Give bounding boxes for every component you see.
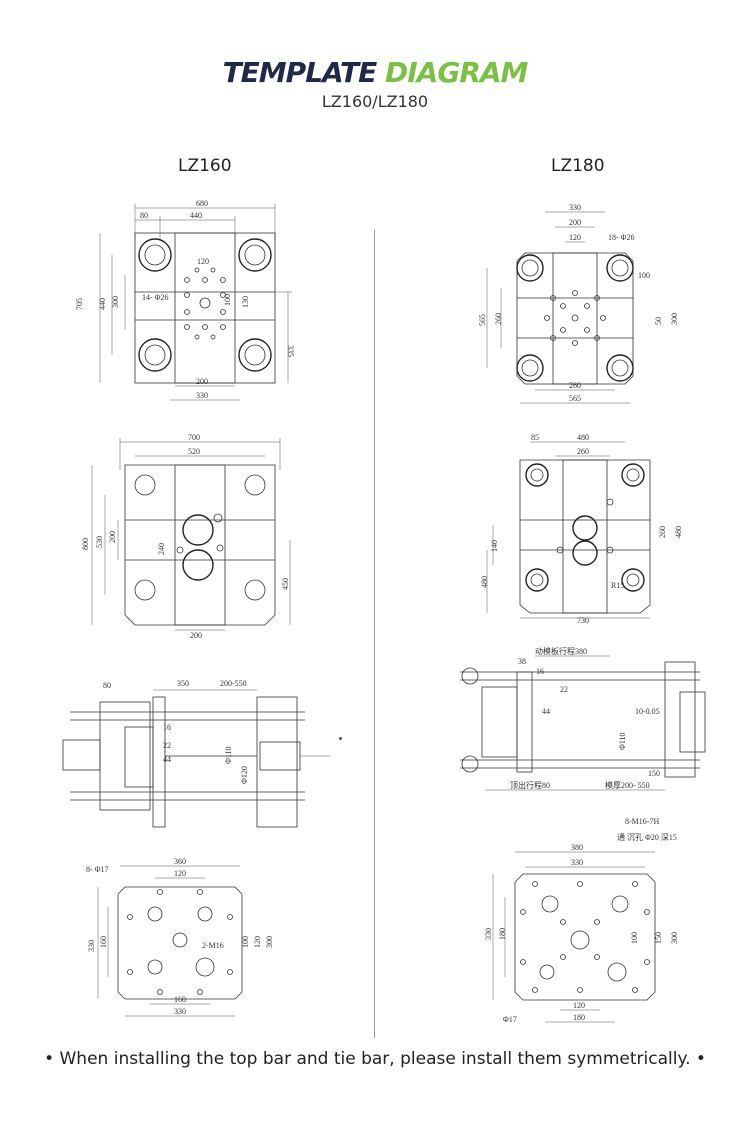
dim-100-vertical: 100: [241, 936, 250, 948]
dim-100: 100: [223, 294, 232, 306]
dim-150: 150: [648, 769, 660, 778]
dim-ejector-stroke: 顶出行程80: [510, 780, 550, 790]
dim-330-bottom: 330: [174, 1007, 186, 1016]
dim-44: 44: [163, 755, 171, 764]
dim-330: 330: [196, 391, 208, 400]
dim-300-vertical: 300: [265, 936, 274, 948]
dim-16: 16: [536, 667, 544, 676]
dim-200: 200: [569, 218, 581, 227]
dim-120-vertical: 120: [253, 936, 262, 948]
dim-14-phi26: 14- Φ26: [142, 293, 169, 302]
dim-330-vertical: 330: [87, 940, 96, 952]
dim-260-vertical: 260: [658, 526, 667, 538]
dim-44: 44: [542, 707, 550, 716]
dim-330-vertical: 330: [484, 928, 493, 940]
dim-300-vertical: 300: [670, 932, 679, 944]
dim-350: 350: [177, 679, 189, 688]
dim-100: 100: [638, 271, 650, 280]
column-divider: [374, 230, 375, 1038]
dim-10-tol: 10-0.05: [635, 707, 660, 716]
lz160-platen-drawing: 680 80 440 705 440 300 120 14- Φ26 100 1…: [75, 199, 295, 401]
dim-phi120: Φ120: [240, 766, 249, 784]
dim-platen-stroke: 动模板行程380: [535, 646, 587, 656]
dim-120: 120: [569, 233, 581, 242]
dim-330: 330: [569, 203, 581, 212]
dim-200: 200: [196, 377, 208, 386]
lz180-ejector-plate-drawing: 8-M16-7H 通 沉孔 Φ20 深15 380 330 330 180 10…: [484, 817, 679, 1024]
dim-50: 50: [654, 317, 663, 325]
dim-260-bottom: 260: [569, 381, 581, 390]
dim-16: 16: [163, 723, 171, 732]
dim-180-bottom: 180: [573, 1013, 585, 1022]
dim-phi110: Φ110: [618, 732, 627, 750]
dim-200-bottom: 200: [190, 631, 202, 640]
dim-200-550: 200-550: [220, 679, 247, 688]
dim-200-vertical: 200: [108, 531, 117, 543]
installation-note: • When installing the top bar and tie ba…: [44, 1049, 706, 1069]
dim-330: 330: [571, 858, 583, 867]
dim-22: 22: [560, 685, 568, 694]
dim-phi17: Φ17: [503, 1015, 517, 1024]
dim-8-phi17: 8- Φ17: [86, 865, 109, 874]
dim-38: 38: [518, 657, 526, 666]
dim-680: 680: [196, 199, 208, 208]
dim-120-bottom: 120: [573, 1001, 585, 1010]
dim-22: 22: [163, 741, 171, 750]
title-part-template: TEMPLATE: [222, 56, 378, 89]
lz160-moving-platen-drawing: 700 520 800 530 200 240 450 200: [81, 433, 291, 640]
dim-180-vertical: 180: [498, 928, 507, 940]
dim-counterbore: 通 沉孔 Φ20 深15: [617, 832, 677, 842]
dim-260-vertical: 260: [494, 313, 503, 325]
dim-phi110: Φ110: [224, 746, 233, 764]
dim-380: 380: [571, 843, 583, 852]
dim-260: 260: [577, 447, 589, 456]
dim-440-vertical: 440: [98, 298, 107, 310]
dim-530: 530: [95, 536, 104, 548]
dim-80-side: 80: [103, 681, 111, 690]
dim-440: 440: [190, 211, 202, 220]
dim-80: 80: [140, 211, 148, 220]
dim-480-left: 480: [480, 576, 489, 588]
column-label-lz180: LZ180: [551, 156, 605, 176]
dim-160-bottom: 160: [174, 995, 186, 1004]
dim-160-vertical: 160: [99, 936, 108, 948]
dim-565-bottom: 565: [569, 394, 581, 403]
dim-130: 130: [241, 296, 250, 308]
dim-85: 85: [531, 433, 539, 442]
dim-240: 240: [157, 543, 166, 555]
dim-450: 450: [281, 578, 290, 590]
dim-8-m16-7h: 8-M16-7H: [625, 817, 659, 826]
page-title: TEMPLATE DIAGRAM: [0, 56, 750, 89]
dim-335: 335: [286, 345, 295, 357]
title-part-diagram: DIAGRAM: [385, 56, 528, 89]
page-subtitle: LZ160/LZ180: [321, 92, 429, 111]
dim-120-top: 120: [174, 869, 186, 878]
dim-705: 705: [75, 298, 84, 310]
dim-700: 700: [188, 433, 200, 442]
dim-520: 520: [188, 447, 200, 456]
dim-480-vertical: 480: [674, 526, 683, 538]
dim-120: 120: [197, 257, 209, 266]
dim-2-m16: 2-M16: [202, 941, 224, 950]
dim-r15: R15: [611, 581, 624, 590]
dim-480: 480: [577, 433, 589, 442]
dim-800: 800: [81, 538, 90, 550]
dim-300: 300: [111, 296, 120, 308]
lz160-ejector-plate-drawing: 8- Φ17 360 120 330 160 2-M16 100 120 300…: [86, 857, 274, 1017]
dim-150-vertical: 150: [654, 932, 663, 944]
dim-360: 360: [174, 857, 186, 866]
dim-300-vertical: 300: [670, 313, 679, 325]
dim-100-vertical: 100: [630, 932, 639, 944]
dim-mold-thickness: 模厚200- 550: [605, 780, 650, 790]
dim-18-phi26: 18- Φ26: [608, 233, 635, 242]
dim-140: 140: [490, 540, 499, 552]
column-label-lz160: LZ160: [178, 156, 232, 176]
lz180-side-view-drawing: 动模板行程380 38 16 22 44 10-0.05 Φ110 150 顶出…: [460, 646, 706, 791]
dim-730: 730: [577, 616, 589, 625]
lz180-moving-platen-drawing: 85 480 260 140 480 260 480 R15 730: [480, 433, 683, 625]
lz180-platen-drawing: 330 200 120 18- Φ26 100 565 260 50 300 2…: [478, 203, 679, 404]
dim-565-vertical: 565: [478, 314, 487, 326]
lz160-side-view-drawing: 80 350 200-550 16 22 44 Φ110 Φ120: [62, 679, 330, 828]
center-dot: [339, 737, 342, 740]
